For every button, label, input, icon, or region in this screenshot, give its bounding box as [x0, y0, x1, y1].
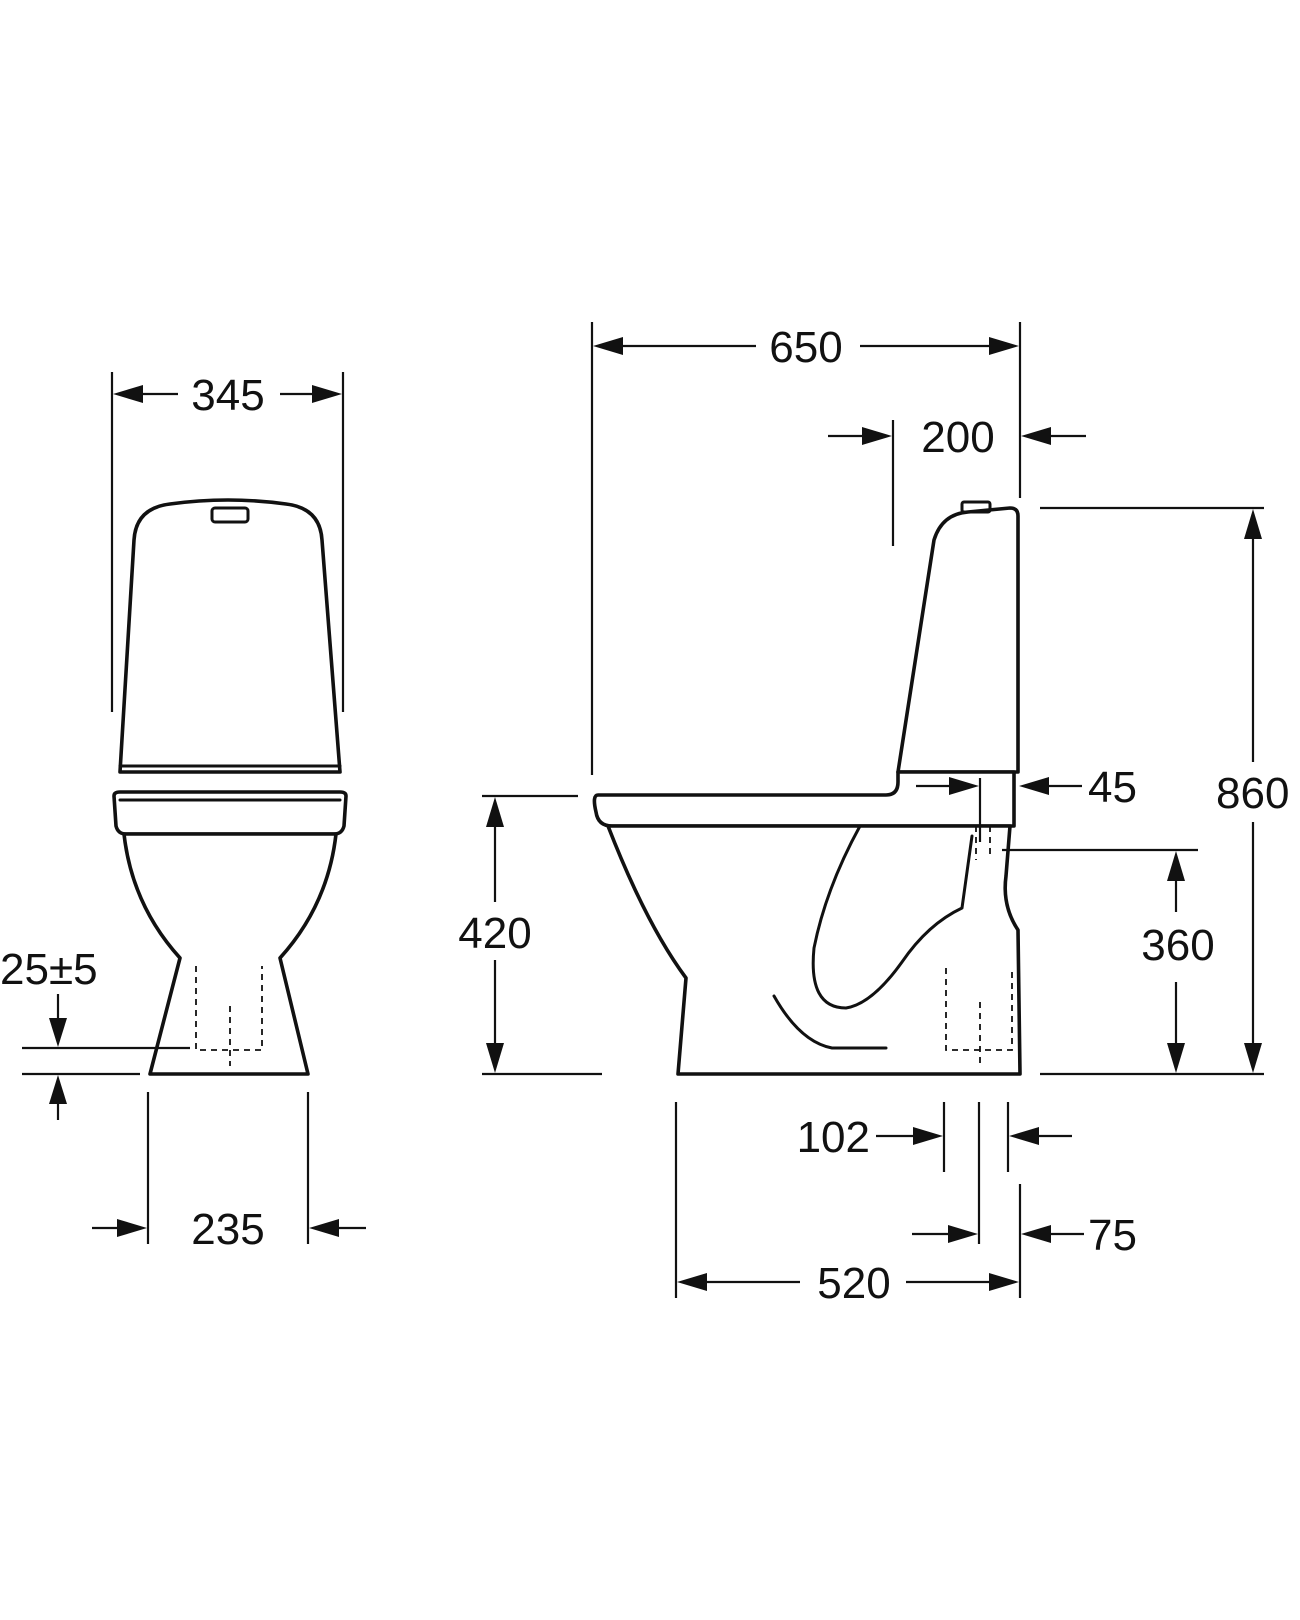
front-view: 345 235 25±5 [0, 371, 366, 1254]
dim-front-width: 345 [191, 371, 264, 420]
dim-floor-tolerance: 25±5 [0, 945, 98, 994]
front-tank [118, 498, 342, 774]
side-tank [896, 506, 1020, 774]
dim-front-base-width: 235 [191, 1205, 264, 1254]
dim-seat-height: 420 [458, 909, 531, 958]
dim-tank-depth: 200 [921, 413, 994, 462]
side-trap [811, 824, 974, 1010]
flush-button [210, 506, 250, 524]
side-outlet-hidden [945, 968, 1013, 1051]
side-water-line [772, 994, 888, 1050]
side-flush-button [960, 500, 992, 514]
dim-outlet-height: 360 [1141, 921, 1214, 970]
dim-outlet-diameter: 102 [797, 1113, 870, 1162]
dim-tank-offset: 45 [1088, 763, 1137, 812]
side-view: 650 200 45 860 420 [458, 322, 1289, 1308]
front-bowl [122, 832, 338, 1076]
front-outlet-hidden [195, 966, 263, 1051]
front-seat-rim [112, 790, 348, 836]
dim-side-length: 650 [769, 323, 842, 372]
dim-total-height: 860 [1216, 769, 1289, 818]
dim-outlet-wall-distance: 75 [1088, 1211, 1137, 1260]
dim-base-length: 520 [817, 1259, 890, 1308]
